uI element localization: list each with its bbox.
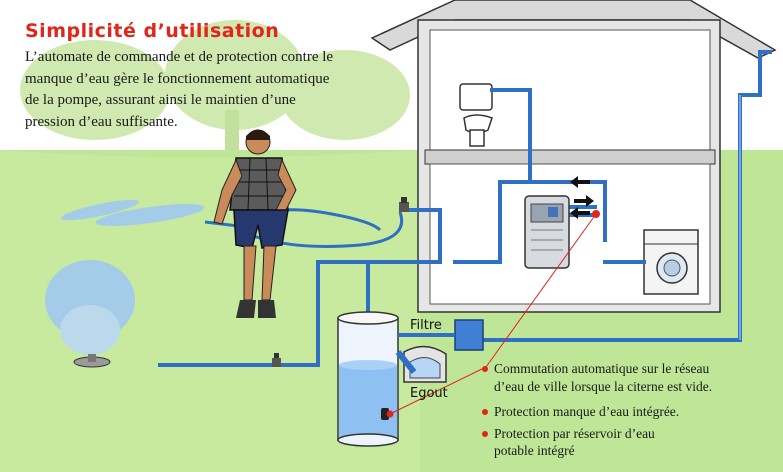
callout-dots	[386, 210, 600, 418]
drain-icon	[395, 345, 447, 383]
garden-tap-icon	[399, 197, 409, 212]
house	[370, 0, 777, 313]
drain-label: Egout	[410, 386, 448, 401]
bullet-dot	[482, 409, 488, 415]
feature-item: Protection manque d’eau intégrée.	[482, 403, 782, 421]
washing-machine-icon	[643, 229, 699, 295]
feature-item: Protection par réservoir d’eau potable i…	[482, 425, 782, 458]
filter-box	[398, 319, 484, 351]
feature-text: Protection par réservoir d’eau	[494, 426, 655, 441]
sprinkler-icon	[73, 354, 111, 368]
cistern-tank	[337, 311, 399, 447]
intro-line: manque d’eau gère le fonctionnement auto…	[25, 70, 330, 87]
page-title: Simplicité d’utilisation	[25, 20, 280, 42]
intro-paragraph: L’automate de commande et de protection …	[25, 47, 395, 133]
feature-text: Protection manque d’eau intégrée.	[494, 404, 680, 419]
background-trees	[20, 20, 410, 150]
bullet-dot	[482, 431, 488, 437]
filter-label: Filtre	[410, 318, 442, 333]
feature-text: potable intégré	[494, 443, 575, 458]
intro-line: pression d’eau suffisante.	[25, 113, 178, 130]
feature-text: d’eau de ville lorsque la citerne est vi…	[494, 379, 713, 394]
feature-text: Commutation automatique sur le réseau	[494, 361, 710, 376]
gardener-figure	[213, 129, 297, 318]
ground-tap-icon	[272, 353, 281, 367]
feature-item: Commutation automatique sur le réseau d’…	[482, 360, 782, 396]
flow-arrows	[570, 176, 594, 219]
pump-controller	[524, 195, 570, 269]
toilet-icon	[459, 83, 493, 147]
bullet-dot	[482, 366, 488, 372]
lawn-shade	[0, 150, 420, 472]
house-floor	[424, 149, 716, 165]
intro-line: de la pompe, assurant ainsi le maintien …	[25, 92, 296, 108]
callout-lines	[389, 213, 597, 415]
intro-line: L’automate de commande et de protection …	[25, 49, 334, 65]
water-spray	[45, 199, 205, 355]
